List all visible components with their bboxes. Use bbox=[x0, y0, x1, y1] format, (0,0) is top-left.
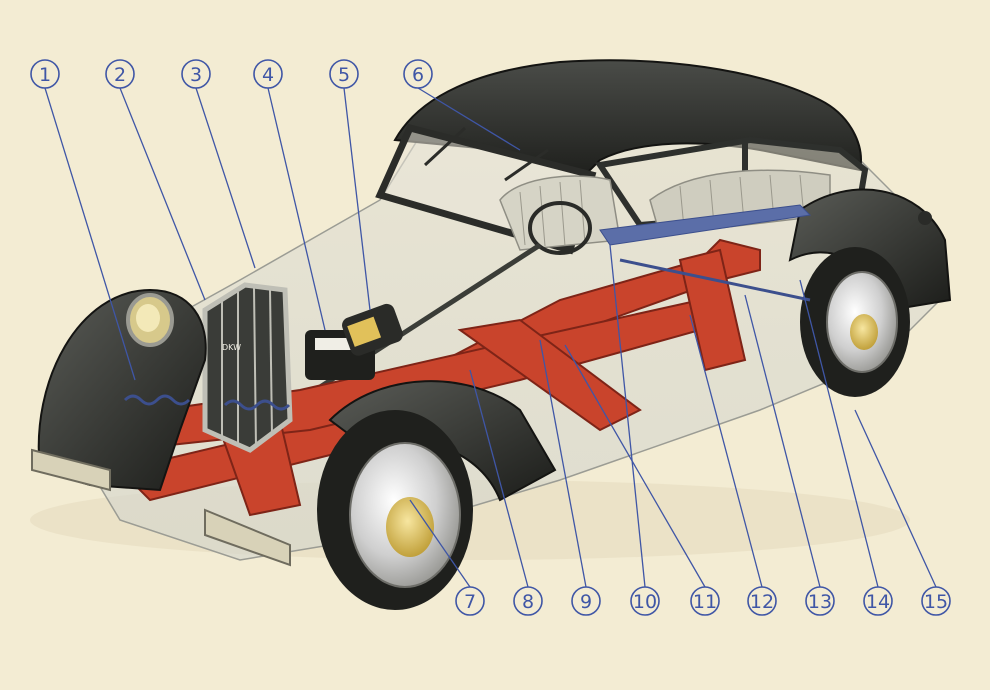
callout-leader-7 bbox=[409, 499, 471, 588]
callout-circle-7 bbox=[455, 586, 485, 616]
rear-wheel bbox=[800, 247, 910, 397]
callout-circle-5 bbox=[329, 59, 359, 89]
callout-circle-1 bbox=[30, 59, 60, 89]
callout-number-1: 1 bbox=[39, 64, 51, 86]
front-suspension bbox=[123, 394, 291, 411]
callout-number-13: 13 bbox=[808, 591, 832, 613]
callout-number-6: 6 bbox=[412, 64, 424, 86]
front-bumper bbox=[31, 448, 291, 567]
callout-circle-11 bbox=[690, 586, 720, 616]
callout-circle-14 bbox=[863, 586, 893, 616]
steering-wheel bbox=[528, 201, 592, 255]
callout-leader-10 bbox=[609, 244, 646, 588]
callout-circle-3 bbox=[181, 59, 211, 89]
callout-number-4: 4 bbox=[262, 64, 274, 86]
callout-leader-2 bbox=[119, 87, 206, 301]
callout-leader-11 bbox=[564, 344, 706, 588]
callout-circle-13 bbox=[805, 586, 835, 616]
wiper-right bbox=[504, 148, 549, 182]
callout-circle-4 bbox=[253, 59, 283, 89]
wiper-left bbox=[423, 126, 467, 167]
callout-leader-6 bbox=[417, 87, 521, 151]
chassis-frame bbox=[118, 238, 761, 517]
callout-leader-4 bbox=[267, 87, 326, 331]
rear-spring bbox=[599, 204, 812, 302]
callout-number-2: 2 bbox=[114, 64, 126, 86]
callout-leader-15 bbox=[854, 409, 937, 588]
callout-number-14: 14 bbox=[866, 591, 890, 613]
callout-leader-12 bbox=[689, 314, 763, 588]
engine bbox=[305, 303, 403, 380]
callout-leader-13 bbox=[744, 294, 821, 588]
callout-number-15: 15 bbox=[924, 591, 948, 613]
callout-circle-6 bbox=[403, 59, 433, 89]
callout-circle-15 bbox=[921, 586, 951, 616]
callout-circle-10 bbox=[630, 586, 660, 616]
callout-number-3: 3 bbox=[190, 64, 202, 86]
callout-leader-1 bbox=[44, 87, 136, 381]
callout-number-9: 9 bbox=[580, 591, 592, 613]
callout-number-12: 12 bbox=[750, 591, 774, 613]
callout-leader-9 bbox=[539, 339, 587, 588]
callout-leader-5 bbox=[343, 87, 371, 311]
callout-number-10: 10 bbox=[633, 591, 657, 613]
radiator-badge: DKW bbox=[222, 343, 241, 352]
callout-leader-8 bbox=[469, 369, 529, 588]
callout-number-5: 5 bbox=[338, 64, 350, 86]
callout-circle-12 bbox=[747, 586, 777, 616]
callout-circle-2 bbox=[105, 59, 135, 89]
radiator-grille: DKW bbox=[202, 282, 293, 453]
callout-number-8: 8 bbox=[522, 591, 534, 613]
callout-circle-8 bbox=[513, 586, 543, 616]
callout-leader-3 bbox=[195, 87, 256, 269]
callout-number-11: 11 bbox=[693, 591, 717, 613]
rear-light bbox=[918, 211, 932, 225]
callout-leader-14 bbox=[799, 279, 879, 588]
callout-number-7: 7 bbox=[464, 591, 476, 613]
callout-circle-9 bbox=[571, 586, 601, 616]
front-wheel bbox=[317, 410, 473, 610]
headlamp bbox=[126, 293, 174, 347]
